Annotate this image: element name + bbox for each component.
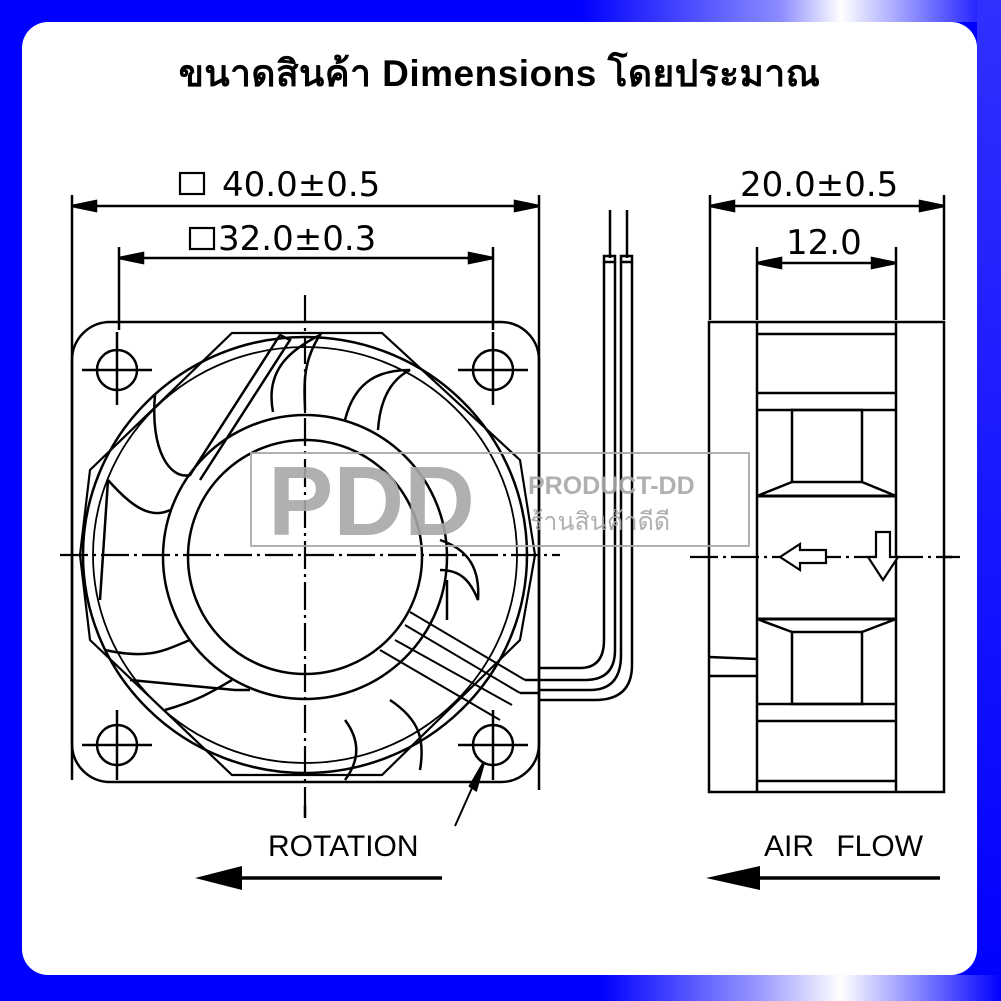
depth-dimension-line: [709, 199, 945, 213]
square-symbol-icon: [188, 226, 216, 251]
dimension-labels: 40.0±0.5 32.0±0.3 20.0±0.5 12.0 ROTATION…: [178, 165, 924, 863]
rotation-label: ROTATION: [268, 830, 419, 863]
front-view: [60, 195, 634, 827]
drawing-card: ขนาดสินค้า Dimensions โดยประมาณ: [22, 22, 977, 975]
square-symbol-icon: [178, 171, 206, 196]
side-view: [690, 195, 960, 794]
mounting-hole-tr: [458, 332, 528, 405]
watermark-logo: PDD: [268, 446, 475, 556]
watermark-brand: PRODUCT-DD: [528, 472, 695, 500]
rotation-down-arrow-icon: [865, 530, 901, 583]
wire-leads: [540, 210, 634, 702]
frame-top-border: [0, 0, 1001, 22]
inner-dimension-text: 32.0±0.3: [218, 219, 376, 259]
airflow-left-arrow-icon: [777, 541, 828, 573]
inner-dimension-line: [118, 251, 494, 265]
outer-dimension-line: [71, 199, 540, 213]
watermark: PDD PRODUCT-DD ร้านสินค้าดีดี: [250, 446, 750, 556]
page-title: ขนาดสินค้า Dimensions โดยประมาณ: [178, 53, 821, 94]
technical-drawing: 40.0±0.5 32.0±0.3 20.0±0.5 12.0 ROTATION…: [60, 165, 960, 890]
airflow-arrow-icon: [706, 866, 940, 890]
frame-right-border: [977, 0, 1001, 1001]
mounting-hole-bl: [82, 710, 152, 780]
watermark-thai-name: ร้านสินค้าดีดี: [530, 507, 670, 536]
rotation-arrow-icon: [195, 866, 442, 890]
inner-depth-text: 12.0: [786, 223, 862, 263]
inner-depth-dimension-line: [756, 256, 897, 270]
frame-bottom-border: [0, 975, 1001, 1001]
depth-dimension-text: 20.0±0.5: [740, 165, 898, 205]
outer-dimension-text: 40.0±0.5: [222, 165, 380, 205]
mounting-hole-br: [458, 710, 528, 780]
mounting-hole-tl: [82, 332, 152, 405]
airflow-label: AIR FLOW: [764, 830, 924, 863]
